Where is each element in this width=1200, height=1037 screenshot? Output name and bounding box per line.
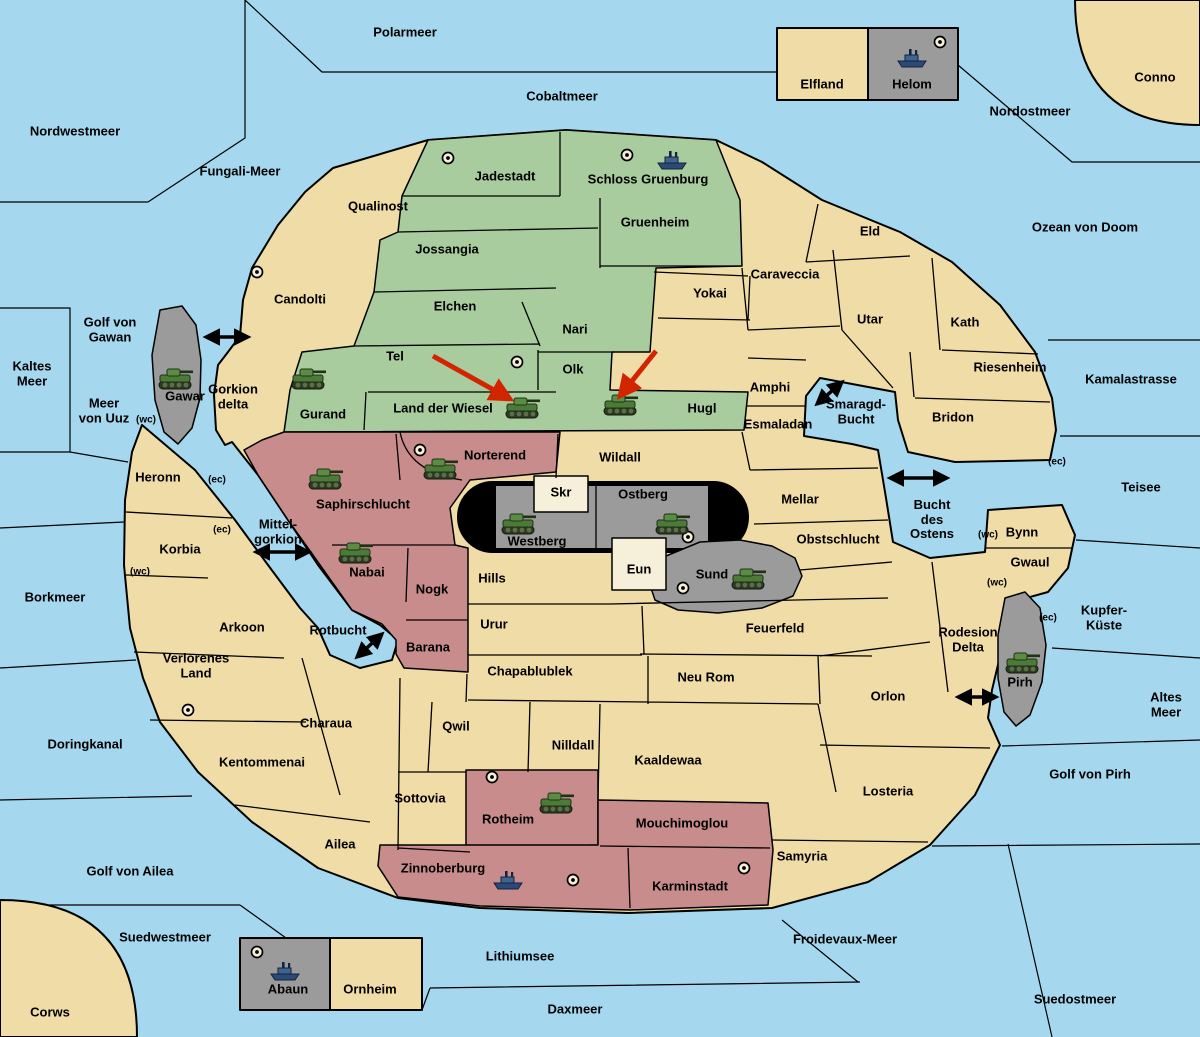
city-marker-karminstadt <box>737 861 751 875</box>
city-marker-zinnoberburg <box>566 873 580 887</box>
city-marker-abaun <box>250 945 264 959</box>
region-elfland[interactable] <box>776 27 869 101</box>
red-territory-block-south[interactable] <box>377 799 774 911</box>
city-marker-norterend <box>413 443 427 457</box>
strait-arrow-icon-smaragd-bucht <box>814 379 845 407</box>
city-marker-tel <box>510 355 524 369</box>
region-conno[interactable] <box>1074 0 1200 126</box>
region-corws[interactable] <box>0 899 138 1037</box>
red-territory-block-rotheim[interactable] <box>465 769 599 849</box>
city-marker-verlorenes-land <box>181 703 195 717</box>
region-ornheim[interactable] <box>329 937 423 1011</box>
region-eun-box[interactable] <box>611 537 667 591</box>
attack-arrow-icon-land-der-wiesel <box>431 353 515 402</box>
red-territory-block-central[interactable] <box>243 431 561 673</box>
city-marker-sund <box>676 581 690 595</box>
city-marker-helom <box>933 35 947 49</box>
green-territory-block[interactable] <box>283 129 749 433</box>
region-border-lines <box>125 132 1072 909</box>
region-skr-box[interactable] <box>533 475 589 513</box>
city-marker-jadestadt <box>441 151 455 165</box>
city-marker-schloss-gruenburg <box>620 148 634 162</box>
strait-arrow-icon-rotbucht <box>354 631 385 660</box>
attack-arrow-icon-hugl <box>616 349 658 400</box>
city-marker-candolti <box>250 265 264 279</box>
city-marker-rotheim <box>485 770 499 784</box>
units-and-markers-layer <box>158 35 1041 981</box>
